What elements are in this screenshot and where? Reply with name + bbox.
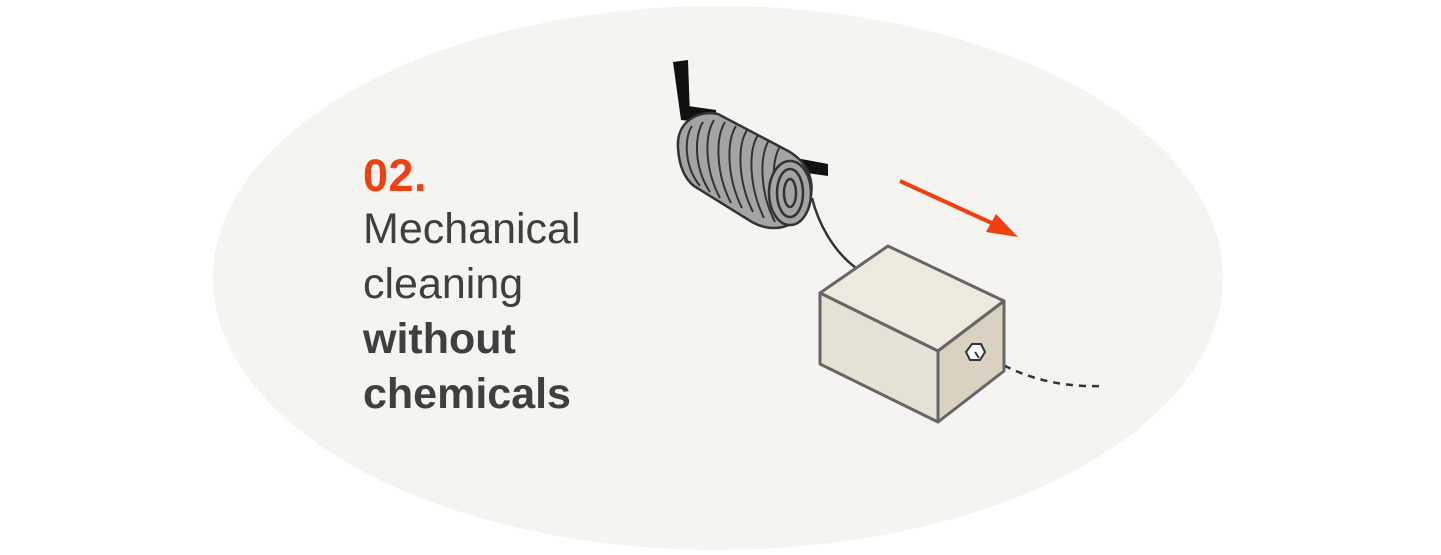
- coiled-spring-brush-icon: [676, 111, 813, 230]
- step-number: 02.: [363, 150, 428, 201]
- step-text: 02. Mechanical cleaning without chemical…: [363, 150, 663, 422]
- step-title-line-3: without: [363, 315, 516, 363]
- step-title-line-2: cleaning: [363, 260, 524, 308]
- hex-nut-icon: [964, 343, 987, 361]
- dashed-output-line: [981, 350, 1104, 388]
- step-title-line-4: chemicals: [363, 370, 571, 418]
- machine-box-icon: [818, 244, 1006, 424]
- cable-line: [810, 197, 857, 269]
- direction-arrow-icon: [899, 179, 1018, 237]
- step-title-line-1: Mechanical: [363, 205, 581, 253]
